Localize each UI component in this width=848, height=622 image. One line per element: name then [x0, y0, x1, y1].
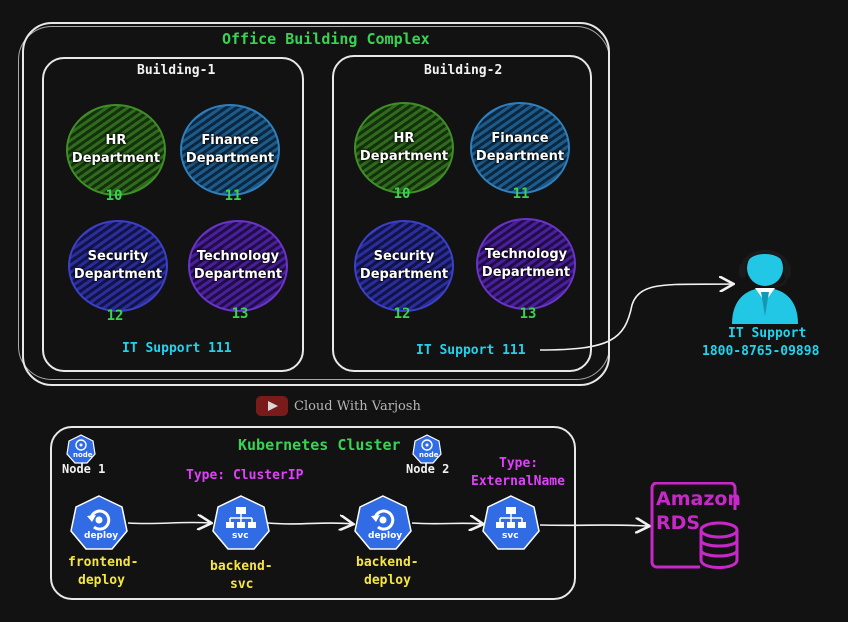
support-phone: 1800-8765-09898 — [702, 344, 820, 359]
building-2-it-support: IT Support 111 — [416, 343, 526, 358]
externalname-svc-icon-text: svc — [502, 531, 519, 541]
frontend-deploy-icon — [70, 495, 128, 550]
building-2-finance-number: 11 — [512, 186, 530, 202]
type-externalname-label-1: Type: — [499, 456, 539, 471]
youtube-icon — [256, 396, 288, 416]
type-clusterip-label: Type: ClusterIP — [186, 468, 304, 483]
frontend-deploy-label-2: deploy — [78, 573, 125, 588]
backend-svc-icon-text: svc — [232, 531, 249, 541]
backend-svc-label-1: backend- — [210, 559, 273, 574]
kubernetes-cluster-frame — [50, 426, 576, 600]
node-1-label: Node 1 — [62, 462, 106, 476]
node-2-label: Node 2 — [406, 462, 450, 476]
node-1-icon — [66, 434, 96, 464]
building-2-title: Building-2 — [424, 63, 503, 78]
rds-line-2: RDS — [656, 512, 701, 534]
cluster-title: Kubernetes Cluster — [238, 436, 401, 454]
office-complex-frame-sketch — [18, 26, 610, 380]
building-1-frame — [42, 57, 304, 372]
type-externalname-label-2: ExternalName — [471, 474, 565, 489]
backend-deploy-label-2: deploy — [364, 573, 411, 588]
arrow-svc-to-backend — [267, 523, 352, 524]
externalname-svc-icon — [482, 495, 540, 550]
amazon-rds-icon: Amazon RDS — [648, 482, 741, 569]
building-1-hr-number: 10 — [105, 188, 123, 204]
node-1-icon-text: node — [73, 451, 93, 459]
arrow-backend-to-extsvc — [411, 523, 482, 524]
backend-deploy-icon — [354, 495, 412, 550]
building-1-title: Building-1 — [137, 63, 216, 78]
building-1-technology-number: 13 — [231, 306, 249, 322]
support-person-icon — [732, 250, 798, 324]
building-1-security-number: 12 — [106, 308, 124, 324]
watermark: Cloud With Varjosh — [256, 396, 421, 416]
backend-svc-icon — [212, 495, 270, 550]
frontend-deploy-icon-text: deploy — [84, 531, 119, 541]
backend-deploy-label-1: backend- — [356, 555, 419, 570]
building-2-technology-number: 13 — [519, 306, 537, 322]
backend-svc-label-2: svc — [230, 577, 254, 592]
arrow-extsvc-to-rds — [539, 525, 648, 526]
building-2-frame — [332, 55, 592, 372]
watermark-text: Cloud With Varjosh — [294, 398, 421, 414]
support-title: IT Support — [728, 326, 807, 341]
frontend-deploy-label-1: frontend- — [68, 555, 139, 570]
building-1-it-support: IT Support 111 — [122, 341, 232, 356]
building-2-hr-number: 10 — [393, 186, 411, 202]
backend-deploy-icon-text: deploy — [368, 531, 403, 541]
arrow-frontend-to-svc — [127, 522, 210, 523]
building-2-security-number: 12 — [393, 306, 411, 322]
office-complex-title: Office Building Complex — [222, 30, 430, 48]
node-2-icon — [412, 434, 442, 464]
building-1-finance-number: 11 — [224, 188, 242, 204]
rds-outline-icon — [650, 482, 739, 569]
rds-line-1: Amazon — [656, 488, 741, 510]
node-2-icon-text: node — [419, 451, 439, 459]
